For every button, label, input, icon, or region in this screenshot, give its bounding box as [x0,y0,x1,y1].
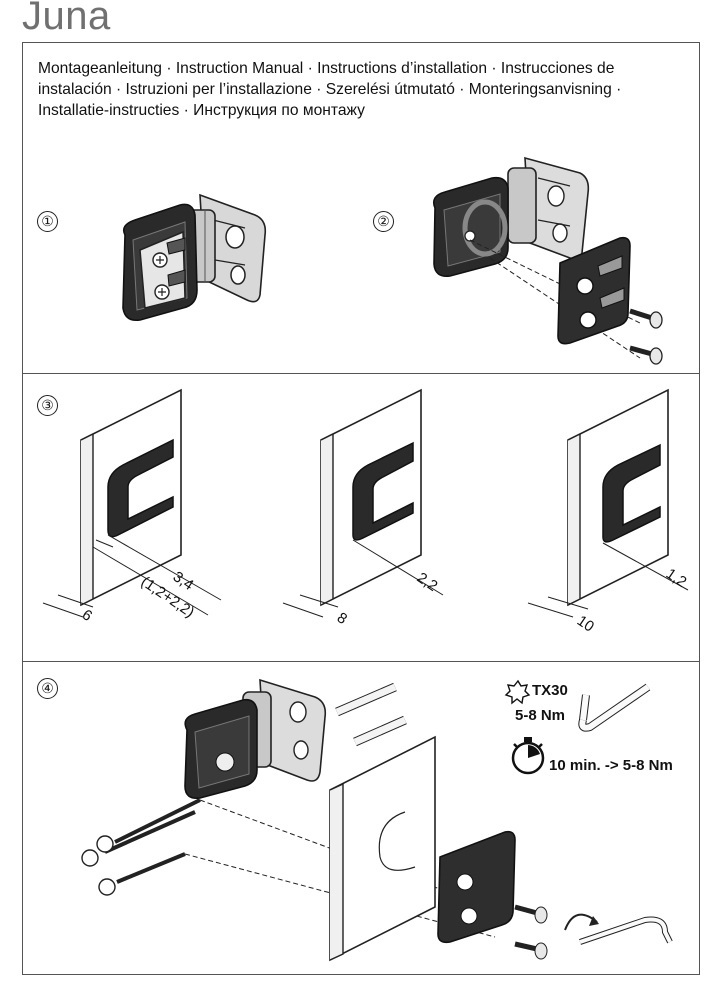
title-line: Installatie-instructies · Инструкция по … [38,102,365,119]
title-line: instalación · Istruzioni per l’installaz… [38,81,622,98]
step-4-mounting-illustration [81,678,673,962]
tool-size: TX30 [532,682,568,699]
gap-diagram-b [282,388,444,618]
allen-key-icon [578,683,651,732]
gap-diagram-c [527,388,689,618]
manual-title: Montageanleitung · Instruction Manual · … [38,58,698,121]
step-2-exploded-illustration [432,156,663,365]
torque-value: 5-8 Nm [515,707,566,724]
gap-diagram-a [42,388,222,618]
dim-c-edge: 10 [574,612,597,635]
title-line: Montageanleitung · Instruction Manual · … [38,60,615,77]
stopwatch-icon [511,737,545,775]
step-2-number: ② [373,211,394,232]
instruction-frame [22,42,700,975]
torx-icon [504,679,531,705]
brand-logo: Juna [22,0,111,38]
step-1-hinge-illustration [122,193,267,322]
step-4-number: ④ [37,678,58,699]
step-3-number: ③ [37,395,58,416]
step-1-number: ① [37,211,58,232]
retorque-note: 10 min. -> 5-8 Nm [549,757,673,774]
dim-b-edge: 8 [334,609,350,628]
step-3-gap-diagrams: 3,4 (1,2+2,2) 6 2,2 8 1,2 10 [42,388,690,636]
section-divider [22,373,700,374]
dim-a-edge: 6 [79,606,95,625]
dim-c-depth: 1,2 [663,565,690,591]
section-divider [22,661,700,662]
